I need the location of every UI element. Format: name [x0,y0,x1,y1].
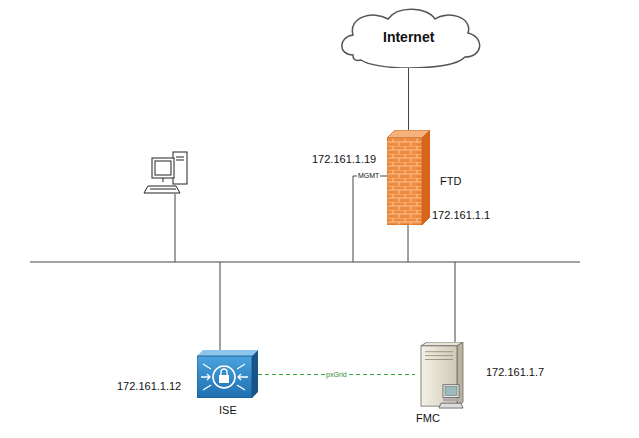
lan-bus [30,262,580,263]
ip-address: 172.161.1.1 [432,209,490,221]
ip-address: 172.161.1.12 [117,380,181,392]
server-icon [415,342,465,410]
node-label: FTD [440,175,461,187]
ftd-link [408,225,409,262]
ise-icon [197,350,258,398]
firewall-icon [387,130,430,225]
fmc-link [455,262,456,342]
firewall-node: FTD [387,130,430,225]
cloud-node: Internet [333,5,485,68]
network-link [408,68,409,130]
node-label: ISE [219,404,237,416]
ip-address: 172.161.1.19 [312,153,376,165]
ip-address: 172.161.1.7 [486,366,544,378]
node-label: FMC [416,412,440,424]
link-label: pxGrid [325,371,348,378]
pc-icon [144,152,187,193]
server-node: FMC [415,342,465,410]
ise-link [220,262,221,350]
mgmt-link [353,176,387,262]
node-label: Internet [383,29,434,45]
port-label: MGMT [357,172,380,179]
pc-link [175,194,176,262]
ise-node: ISE [197,350,258,398]
